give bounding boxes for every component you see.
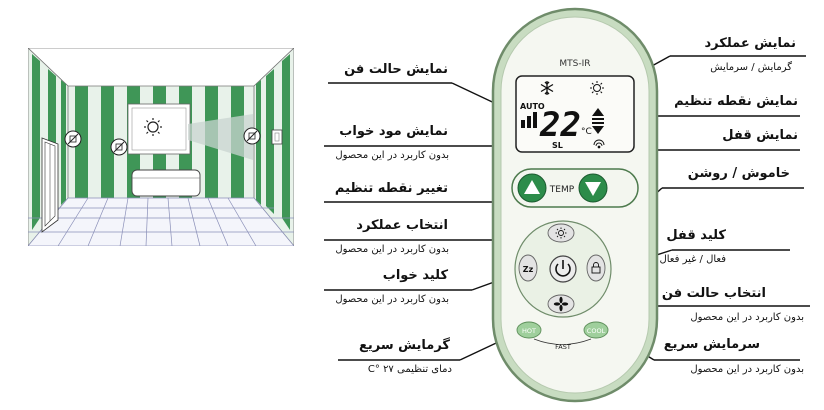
- sun-icon: [144, 118, 162, 136]
- callout-sleep-mode-display: نمایش مود خواب: [339, 124, 448, 139]
- callout-setpoint-display: نمایش نقطه تنظیم: [674, 94, 798, 109]
- room-illustration: [28, 48, 294, 246]
- temp-button-label: TEMP: [549, 185, 575, 195]
- callout-setpoint-change: تغییر نقطه تنظیم: [334, 181, 448, 196]
- thermostat-icon: [110, 138, 128, 156]
- window: [127, 103, 191, 155]
- lock-icon: [591, 262, 601, 274]
- callout-fast-heat-note: دمای تنظیمی ۲۷ °C: [367, 364, 452, 375]
- mode-icon: [555, 227, 567, 239]
- fan-speed-bars: [521, 112, 537, 128]
- mode-select-button[interactable]: [547, 223, 575, 243]
- fast-label: FAST: [555, 343, 571, 351]
- cool-button[interactable]: COOL: [583, 321, 609, 339]
- lcd-display: [515, 75, 635, 153]
- callout-fast-heat: گرمایش سریع: [359, 338, 450, 353]
- floor: [28, 197, 294, 246]
- callout-fan-mode-select: انتخاب حالت فن: [661, 286, 766, 301]
- callout-fan-mode-select-note: بدون کاربرد در این محصول: [690, 312, 804, 323]
- sun-icon: [590, 81, 604, 95]
- thermostat-icon: [243, 127, 261, 145]
- airflow-cone: [188, 114, 253, 160]
- thermostat-icon: [64, 130, 82, 148]
- remote-control: MTS-IR AUTO 22 °C SL: [491, 7, 659, 403]
- callout-sleep-mode-display-note: بدون کاربرد در این محصول: [335, 150, 449, 161]
- setpoint-arrows-icon: [592, 108, 604, 134]
- callout-fan-mode-display: نمایش حالت فن: [344, 62, 448, 77]
- sleep-indicator: SL: [552, 141, 563, 150]
- right-wall: [253, 48, 294, 246]
- callout-sleep-key-note: بدون کاربرد در این محصول: [335, 294, 449, 305]
- sleep-button[interactable]: Zz: [518, 254, 538, 282]
- sleep-icon: Zz: [523, 265, 534, 274]
- callout-lock-display: نمایش قفل: [722, 128, 798, 143]
- temperature-unit: °C: [581, 127, 592, 137]
- auto-mode-indicator: AUTO: [520, 102, 545, 111]
- callout-operation-select: انتخاب عملکرد: [356, 218, 448, 233]
- power-icon: [555, 260, 571, 277]
- callout-sleep-key: کلید خواب: [382, 268, 448, 283]
- callout-operation-display: نمایش عملکرد: [704, 36, 796, 51]
- fast-arc: [533, 338, 592, 345]
- model-label: MTS-IR: [559, 59, 590, 69]
- cool-label: COOL: [587, 327, 606, 335]
- callout-operation-display-note: گرمایش / سرمایش: [710, 62, 792, 73]
- power-button[interactable]: [549, 255, 577, 283]
- temp-rocker-button[interactable]: TEMP: [511, 168, 639, 208]
- door: [41, 137, 59, 233]
- hot-button[interactable]: HOT: [516, 321, 542, 339]
- temp-up-button[interactable]: [517, 173, 547, 203]
- callout-operation-select-note: بدون کاربرد در این محصول: [335, 244, 449, 255]
- fan-mode-button[interactable]: [547, 294, 575, 314]
- signal-icon: [593, 139, 605, 149]
- lock-button[interactable]: [586, 254, 606, 282]
- temperature-readout: 22: [539, 105, 581, 145]
- callout-power: خاموش / روشن: [687, 166, 790, 181]
- wall-switch: [271, 129, 283, 145]
- sofa: [131, 169, 201, 197]
- fan-icon: [553, 296, 569, 312]
- temp-down-button[interactable]: [578, 173, 608, 203]
- hot-label: HOT: [522, 327, 536, 335]
- callout-lock-key: کلید قفل: [666, 228, 726, 243]
- callout-fast-cool: سرمایش سریع: [663, 337, 760, 352]
- callout-lock-key-note: فعال / غیر فعال: [659, 254, 726, 265]
- snowflake-icon: [540, 81, 554, 95]
- callout-fast-cool-note: بدون کاربرد در این محصول: [690, 364, 804, 375]
